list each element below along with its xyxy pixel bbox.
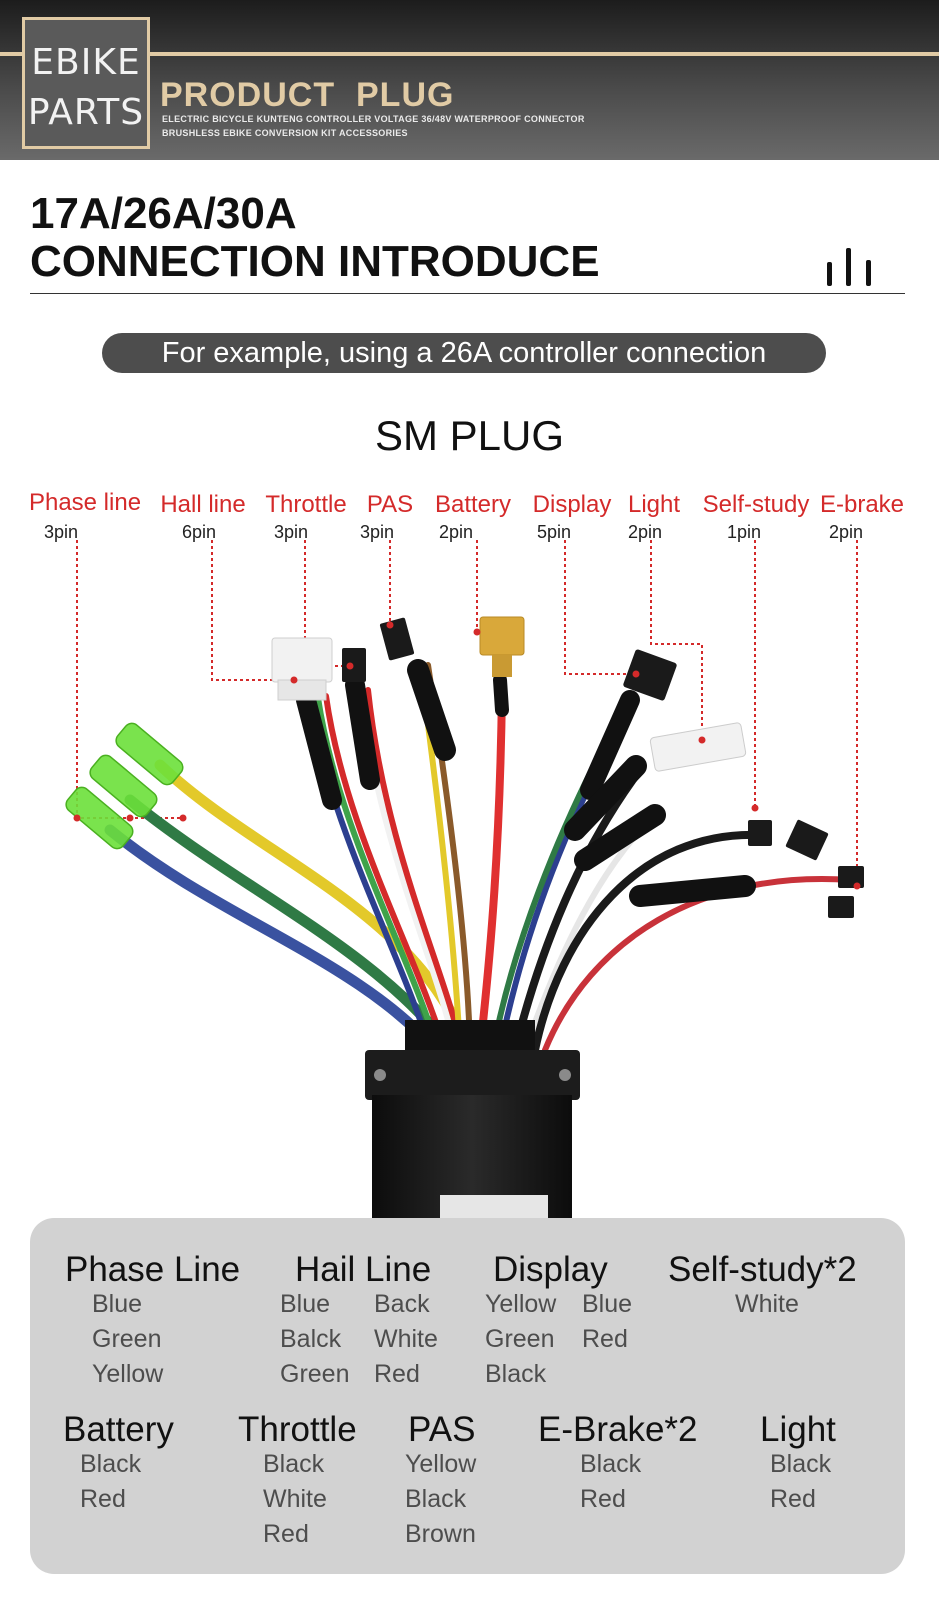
label-light: Light <box>627 491 681 518</box>
legend-item: Red <box>580 1485 626 1513</box>
heading-models: 17A/26A/30A <box>30 189 297 238</box>
self-study-connector-2 <box>785 819 829 861</box>
label-self-study: Self-study <box>702 491 810 518</box>
legend-item: Blue <box>92 1290 143 1318</box>
product-subtitle-2: BRUSHLESS EBIKE CONVERSION KIT ACCESSORI… <box>162 128 408 138</box>
e-brake-connector-2 <box>828 896 854 918</box>
pins-phase-line: 3pin <box>43 522 79 542</box>
legend-item: Black <box>263 1450 325 1478</box>
legend-light-title: Light <box>760 1410 836 1449</box>
throttle-connector <box>342 648 366 682</box>
legend-hail-line-title: Hail Line <box>295 1250 432 1289</box>
legend-item: Blue <box>280 1290 331 1318</box>
label-battery: Battery <box>434 491 512 518</box>
legend-item: White <box>374 1325 438 1353</box>
plug-title: SM PLUG <box>374 412 565 459</box>
product-title: PRODUCT PLUG <box>160 76 455 114</box>
logo-line-1: EBIKE <box>31 42 141 83</box>
logo-line-2: PARTS <box>27 92 145 133</box>
header-banner: EBIKE PARTS PRODUCT PLUG ELECTRIC BICYCL… <box>0 0 939 160</box>
legend-item: Blue <box>582 1290 633 1318</box>
display-connector <box>623 649 677 701</box>
label-pas: PAS <box>366 491 414 518</box>
legend-item: Green <box>280 1360 350 1388</box>
legend-display-title: Display <box>493 1250 608 1289</box>
label-phase-line: Phase line <box>28 489 142 516</box>
e-brake-connector-1 <box>838 866 864 888</box>
legend-item: Back <box>374 1290 430 1318</box>
legend-item: Yellow <box>485 1290 557 1318</box>
legend-self-study-title: Self-study*2 <box>668 1250 857 1289</box>
controller-box <box>365 1020 580 1220</box>
legend-item: Red <box>263 1520 309 1548</box>
legend-throttle-title: Throttle <box>238 1410 357 1449</box>
legend-item: White <box>735 1290 799 1318</box>
legend-item: White <box>263 1485 327 1513</box>
legend-item: Black <box>80 1450 142 1478</box>
label-hall-line: Hall line <box>160 491 246 518</box>
legend-item: Black <box>770 1450 832 1478</box>
pins-throttle: 3pin <box>273 522 309 542</box>
pins-pas: 3pin <box>359 522 395 542</box>
heading-title: CONNECTION INTRODUCE <box>30 237 600 286</box>
pins-hall-line: 6pin <box>181 522 217 542</box>
legend-item: Red <box>80 1485 126 1513</box>
light-connector <box>649 722 747 772</box>
label-e-brake: E-brake <box>819 491 905 518</box>
pas-connector <box>379 617 415 661</box>
legend-phase-line-title: Phase Line <box>65 1250 241 1289</box>
pins-light: 2pin <box>627 522 663 542</box>
leader-dots <box>73 621 861 890</box>
wire-color-legend: Phase Line Blue Green Yellow Hail Line B… <box>30 1218 905 1574</box>
legend-item: Yellow <box>405 1450 477 1478</box>
label-throttle: Throttle <box>265 491 347 518</box>
hall-connector <box>271 637 333 701</box>
brand-logo: EBIKE PARTS <box>22 17 150 149</box>
legend-item: Yellow <box>92 1360 164 1388</box>
legend-item: Black <box>485 1360 547 1388</box>
legend-item: Red <box>770 1485 816 1513</box>
legend-item: Green <box>485 1325 555 1353</box>
controller-diagram <box>65 540 864 1220</box>
legend-item: Black <box>405 1485 467 1513</box>
product-subtitle-1: ELECTRIC BICYCLE KUNTENG CONTROLLER VOLT… <box>162 114 585 124</box>
legend-item: Green <box>92 1325 162 1353</box>
pins-battery: 2pin <box>438 522 474 542</box>
legend-item: Black <box>580 1450 642 1478</box>
banner-stripe <box>0 52 939 56</box>
legend-pas-title: PAS <box>408 1410 476 1449</box>
pins-display: 5pin <box>536 522 572 542</box>
label-display: Display <box>532 491 612 518</box>
self-study-connector-1 <box>748 820 772 846</box>
battery-connector <box>479 616 525 677</box>
example-note: For example, using a 26A controller conn… <box>102 333 826 373</box>
legend-item: Red <box>582 1325 628 1353</box>
heading-divider <box>30 293 905 294</box>
legend-item: Red <box>374 1360 420 1388</box>
wire-sleeves <box>296 659 756 907</box>
legend-item: Brown <box>405 1520 476 1548</box>
pins-e-brake: 2pin <box>828 522 864 542</box>
legend-e-brake-title: E-Brake*2 <box>538 1410 698 1449</box>
pins-self-study: 1pin <box>726 522 762 542</box>
legend-item: Balck <box>280 1325 342 1353</box>
legend-battery-title: Battery <box>63 1410 174 1449</box>
phase-connectors <box>65 722 184 850</box>
